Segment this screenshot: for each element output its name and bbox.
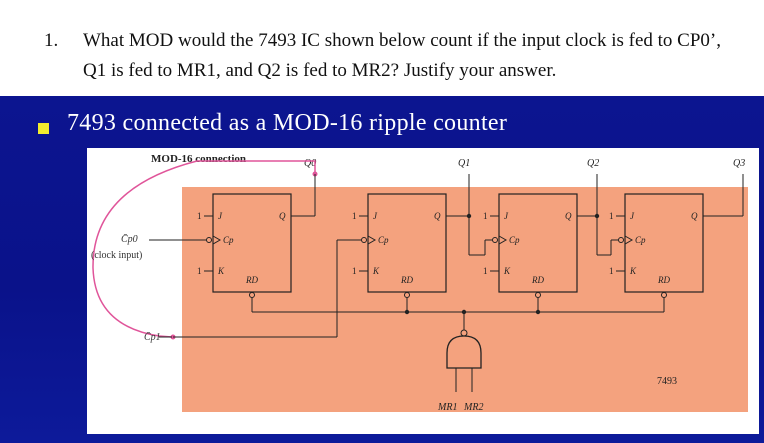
svg-text:Cp: Cp — [378, 235, 389, 245]
svg-text:J: J — [630, 211, 635, 221]
q-output-wiring — [173, 174, 744, 338]
svg-text:J: J — [373, 211, 378, 221]
slide: 7493 connected as a MOD-16 ripple counte… — [0, 96, 764, 443]
svg-text:Q: Q — [565, 211, 572, 221]
svg-text:K: K — [503, 266, 511, 276]
q1-output-label: Q1 — [458, 158, 470, 169]
question-text: 1. What MOD would the 7493 IC shown belo… — [0, 0, 764, 96]
ic-7493-body — [182, 187, 748, 412]
svg-text:RD: RD — [657, 275, 670, 285]
svg-text:1: 1 — [197, 211, 202, 221]
q0-to-cp1-wire — [92, 160, 316, 338]
circuit-svg: MOD-16 connection Q0 Q1 Q2 Q3 C̄p0 (cloc… — [91, 153, 748, 413]
svg-text:Cp: Cp — [223, 235, 234, 245]
svg-text:Cp: Cp — [635, 235, 646, 245]
svg-text:1: 1 — [197, 266, 202, 276]
svg-text:1: 1 — [352, 211, 357, 221]
cp0-symbol: C̄p0 — [121, 233, 138, 245]
clock-input-label: (clock input) — [91, 250, 142, 261]
bullet-square-icon — [38, 123, 49, 134]
svg-text:J: J — [218, 211, 223, 221]
svg-text:K: K — [629, 266, 637, 276]
svg-text:Q: Q — [279, 211, 286, 221]
circuit-diagram: MOD-16 connection Q0 Q1 Q2 Q3 C̄p0 (cloc… — [87, 148, 759, 434]
mr1-label: MR1 — [437, 402, 457, 413]
reset-bus — [251, 298, 665, 392]
q2-output-label: Q2 — [587, 158, 599, 169]
svg-text:1: 1 — [609, 266, 614, 276]
q3-output-label: Q3 — [733, 158, 745, 169]
question-number: 1. — [44, 30, 59, 51]
mod-label: MOD-16 connection — [151, 153, 246, 165]
svg-text:K: K — [217, 266, 225, 276]
svg-text:J: J — [504, 211, 509, 221]
svg-text:Cp: Cp — [509, 235, 520, 245]
nand-gate — [446, 335, 482, 369]
svg-text:Q: Q — [434, 211, 441, 221]
svg-text:1: 1 — [483, 266, 488, 276]
svg-text:RD: RD — [245, 275, 258, 285]
svg-text:1: 1 — [483, 211, 488, 221]
question-line-1: What MOD would the 7493 IC shown below c… — [83, 30, 722, 51]
svg-text:RD: RD — [400, 275, 413, 285]
flip-flop-2: 1 J Cp 1 K Q RD — [483, 193, 578, 298]
svg-text:Q: Q — [691, 211, 698, 221]
svg-text:RD: RD — [531, 275, 544, 285]
svg-text:K: K — [372, 266, 380, 276]
cp1-symbol: C̄p1 — [144, 331, 161, 343]
question-line-2: Q1 is fed to MR1, and Q2 is fed to MR2? … — [83, 60, 557, 81]
chip-label: 7493 — [657, 376, 677, 387]
svg-text:1: 1 — [609, 211, 614, 221]
slide-title: 7493 connected as a MOD-16 ripple counte… — [67, 110, 508, 136]
mr2-label: MR2 — [463, 402, 483, 413]
svg-text:1: 1 — [352, 266, 357, 276]
flip-flop-1: 1 J Cp 1 K Q RD — [352, 193, 447, 298]
q0-output-label: Q0 — [304, 158, 316, 169]
flip-flop-3: 1 J Cp 1 K Q RD — [609, 193, 704, 298]
flip-flop-0: 1 J Cp 1 K Q RD — [197, 174, 316, 298]
